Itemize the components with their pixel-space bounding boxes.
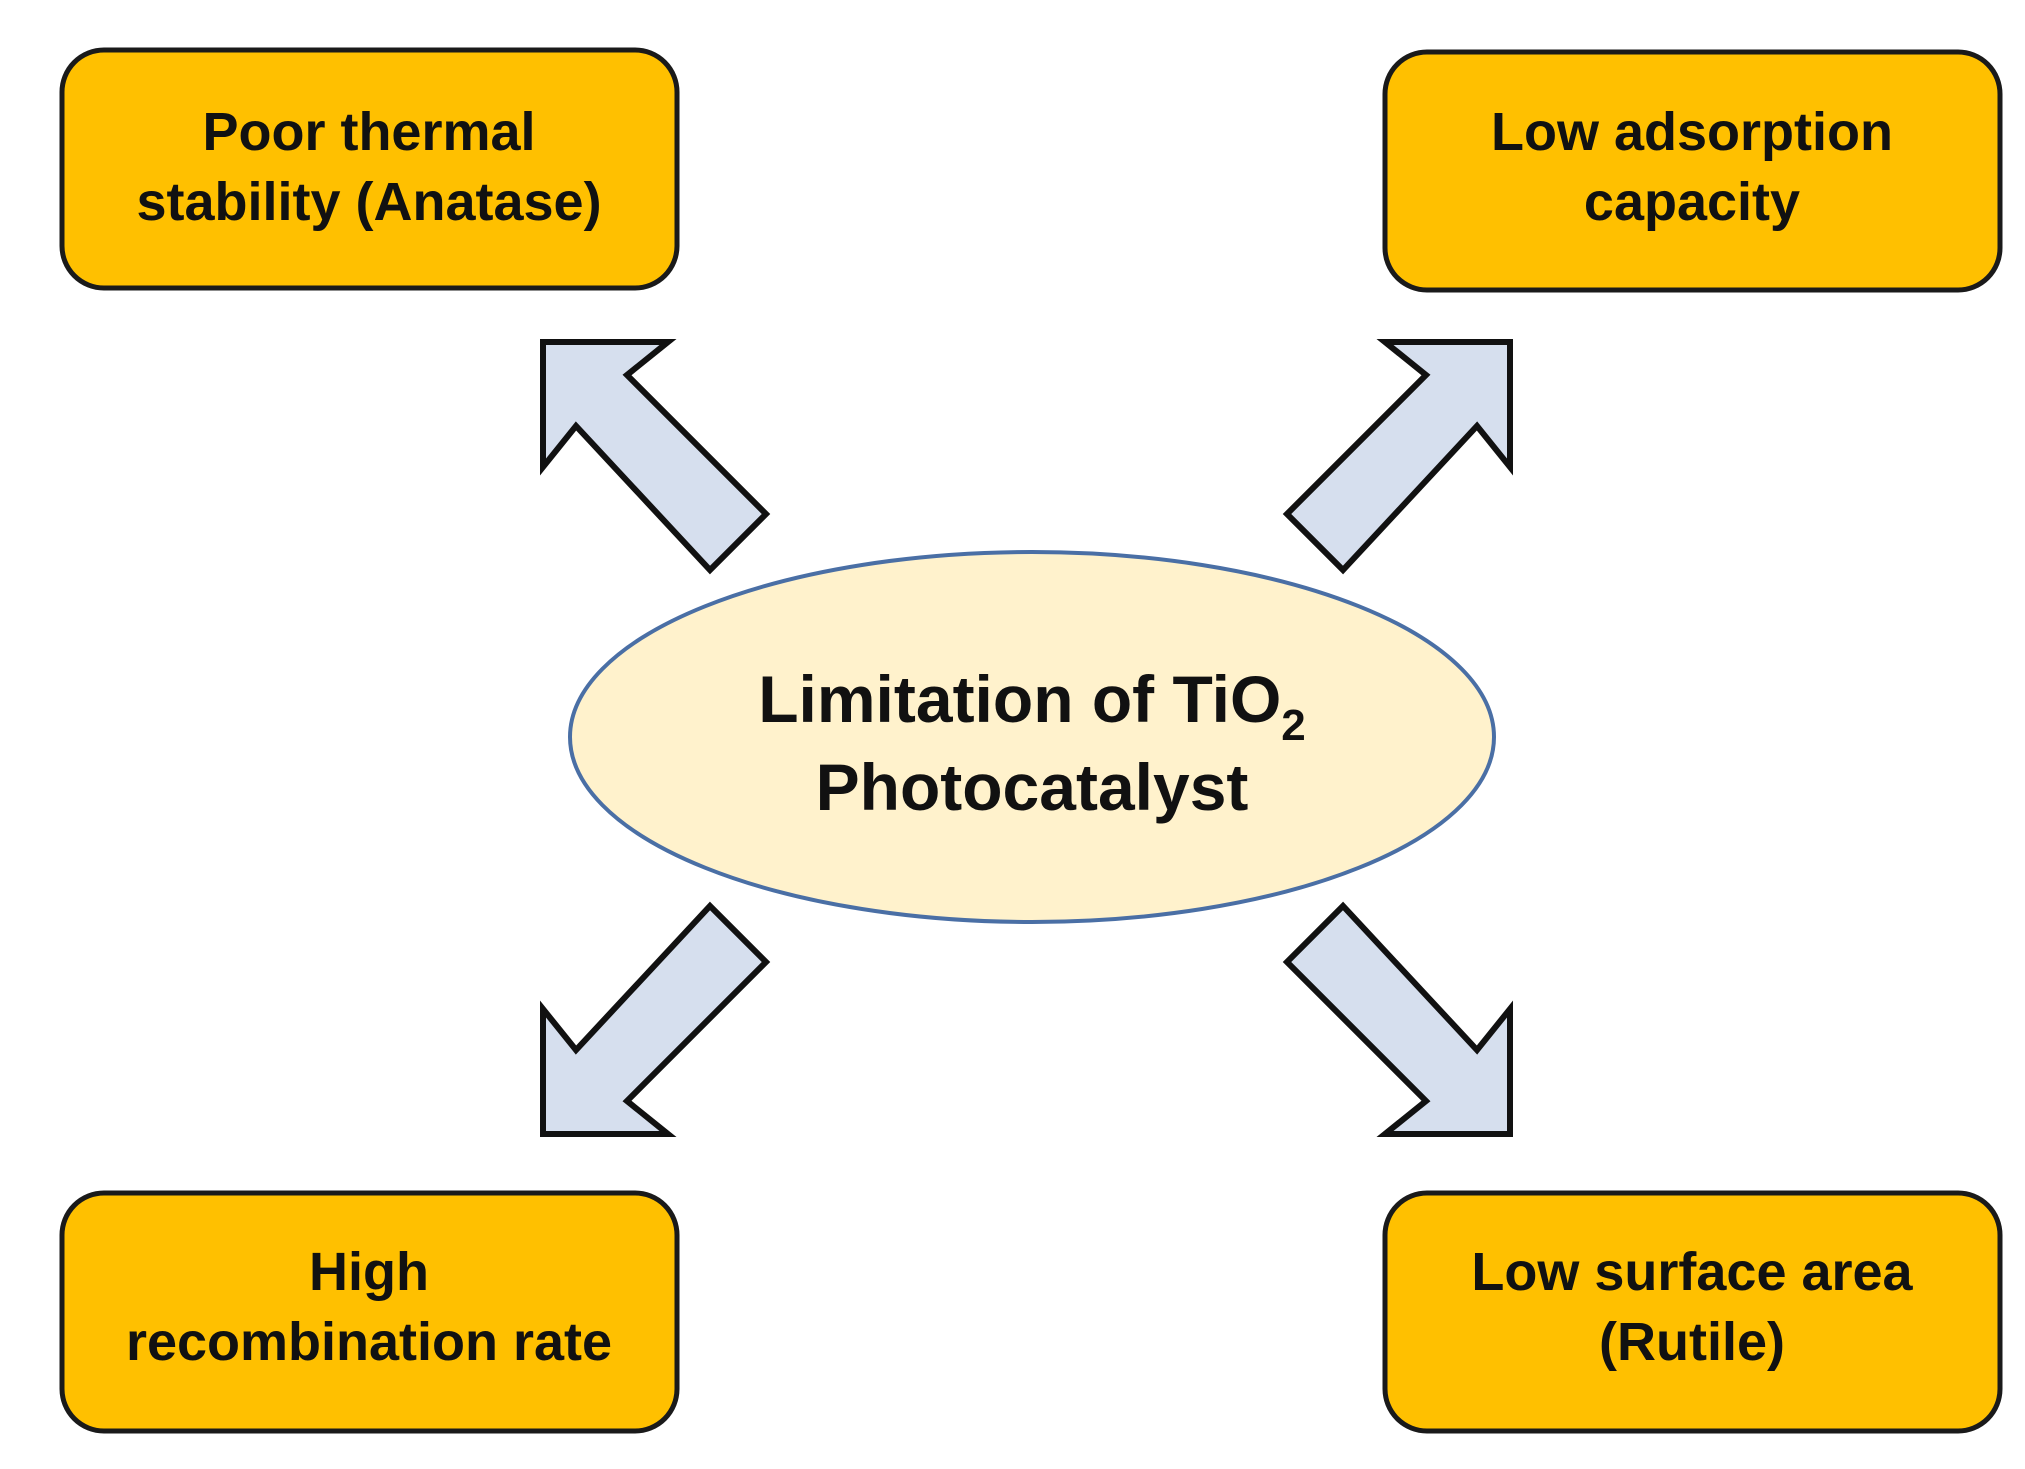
box-top-right-shape [1382, 49, 2003, 293]
box-bottom-right-shape [1382, 1190, 2003, 1434]
center-title-line1: Limitation of TiO2 [758, 662, 1306, 750]
box-bottom-left-line2: recombination rate [126, 1312, 612, 1372]
box-bottom-right: Low surface area (Rutile) [1382, 1190, 2003, 1434]
box-top-right: Low adsorption capacity [1382, 49, 2003, 293]
center-title-line2: Photocatalyst [816, 750, 1249, 824]
arrow-down-right [1282, 901, 1513, 1137]
box-bottom-left: High recombination rate [59, 1190, 680, 1434]
box-bottom-right-line1: Low surface area [1471, 1242, 1913, 1302]
box-top-left: Poor thermal stability (Anatase) [59, 47, 680, 291]
box-top-left-line2: stability (Anatase) [136, 172, 601, 232]
center-title-prefix: Limitation of TiO [758, 662, 1281, 736]
arrow-up-left [540, 339, 771, 575]
box-bottom-left-line1: High [309, 1242, 429, 1302]
box-bottom-left-shape [59, 1190, 680, 1434]
box-top-right-line1: Low adsorption [1491, 102, 1893, 162]
arrow-down-left [540, 901, 771, 1137]
box-bottom-right-line2: (Rutile) [1599, 1312, 1785, 1372]
center-node: Limitation of TiO2 Photocatalyst [568, 550, 1496, 924]
box-top-left-line1: Poor thermal [202, 102, 535, 162]
center-title-subscript: 2 [1281, 701, 1305, 750]
box-top-left-shape [59, 47, 680, 291]
center-ellipse [568, 550, 1496, 924]
box-top-right-line2: capacity [1584, 172, 1800, 232]
arrow-up-right [1282, 339, 1513, 575]
